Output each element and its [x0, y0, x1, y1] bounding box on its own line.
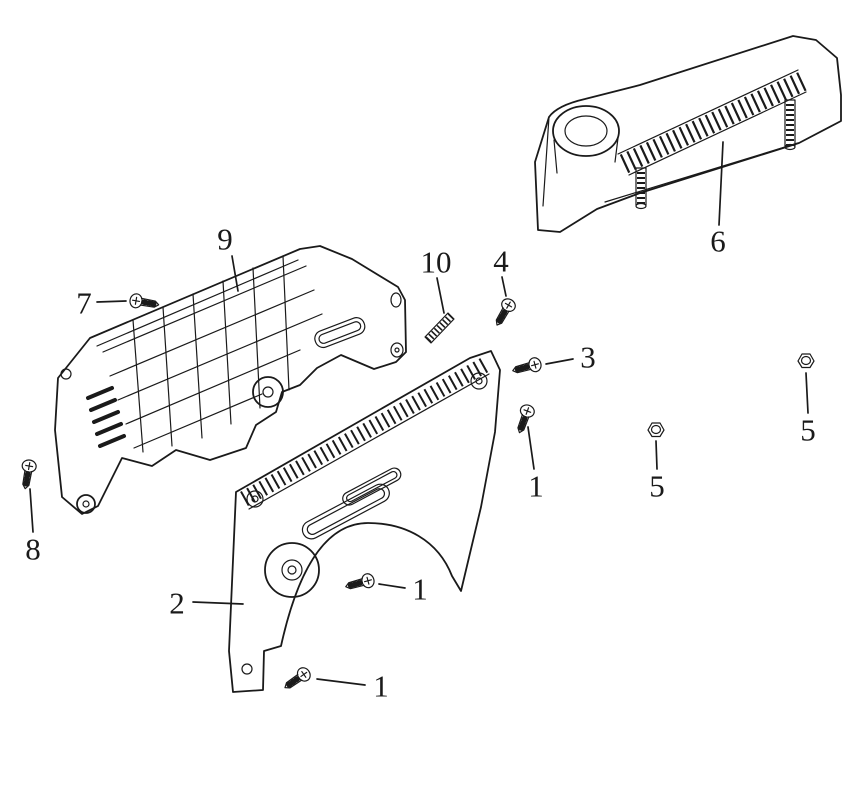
callout-part-1: 1: [412, 571, 428, 607]
leader-line-part-4: [501, 276, 507, 297]
stud-bolt: [784, 99, 796, 151]
leader-line-part-10: [436, 277, 445, 314]
leader-line-part-8: [29, 488, 34, 533]
leader-line-part-5: [805, 372, 809, 414]
callout-part-5: 5: [649, 468, 665, 504]
callout-part-1: 1: [373, 668, 389, 704]
screw-part-8: [18, 459, 37, 490]
leader-line-part-5: [655, 440, 658, 470]
callout-part-4: 4: [493, 243, 509, 279]
leader-line-part-3: [545, 358, 574, 365]
screw-part-1: [281, 665, 313, 693]
pin-part-10: [424, 312, 455, 344]
nut-part-5: [797, 353, 815, 369]
leader-line-part-6: [718, 141, 724, 226]
leader-line-part-2: [192, 601, 244, 605]
cover-slot: [342, 467, 402, 506]
leader-line-part-1: [378, 583, 406, 589]
screw-part-1: [344, 572, 376, 593]
callout-part-9: 9: [217, 221, 233, 257]
callout-part-2: 2: [169, 585, 185, 621]
nut-part-5: [647, 422, 665, 438]
leader-line-part-1: [316, 678, 366, 686]
callout-part-1: 1: [528, 468, 544, 504]
screw-part-1: [513, 403, 536, 435]
stud-bolt: [635, 167, 647, 210]
screw-part-4: [491, 296, 518, 328]
lower-cover-part-2: [228, 350, 501, 693]
upper-cover-part-6: [534, 35, 842, 233]
screw-part-3: [511, 356, 543, 377]
callout-part-10: 10: [420, 244, 452, 280]
leader-line-part-7: [96, 300, 127, 303]
grille-grid: [102, 255, 323, 453]
leader-line-part-9: [231, 255, 239, 292]
callout-part-5: 5: [800, 412, 816, 448]
callout-part-6: 6: [710, 223, 726, 259]
callout-part-3: 3: [580, 339, 596, 375]
cover-slot: [301, 483, 390, 540]
callout-part-8: 8: [25, 531, 41, 567]
screw-part-7: [129, 293, 160, 312]
louver-slots: [86, 386, 126, 448]
handle-slot: [314, 317, 366, 349]
leader-lines: [29, 141, 809, 686]
leader-line-part-1: [527, 426, 535, 470]
grille-panel-part-9: [54, 245, 407, 515]
callout-part-7: 7: [76, 285, 92, 321]
